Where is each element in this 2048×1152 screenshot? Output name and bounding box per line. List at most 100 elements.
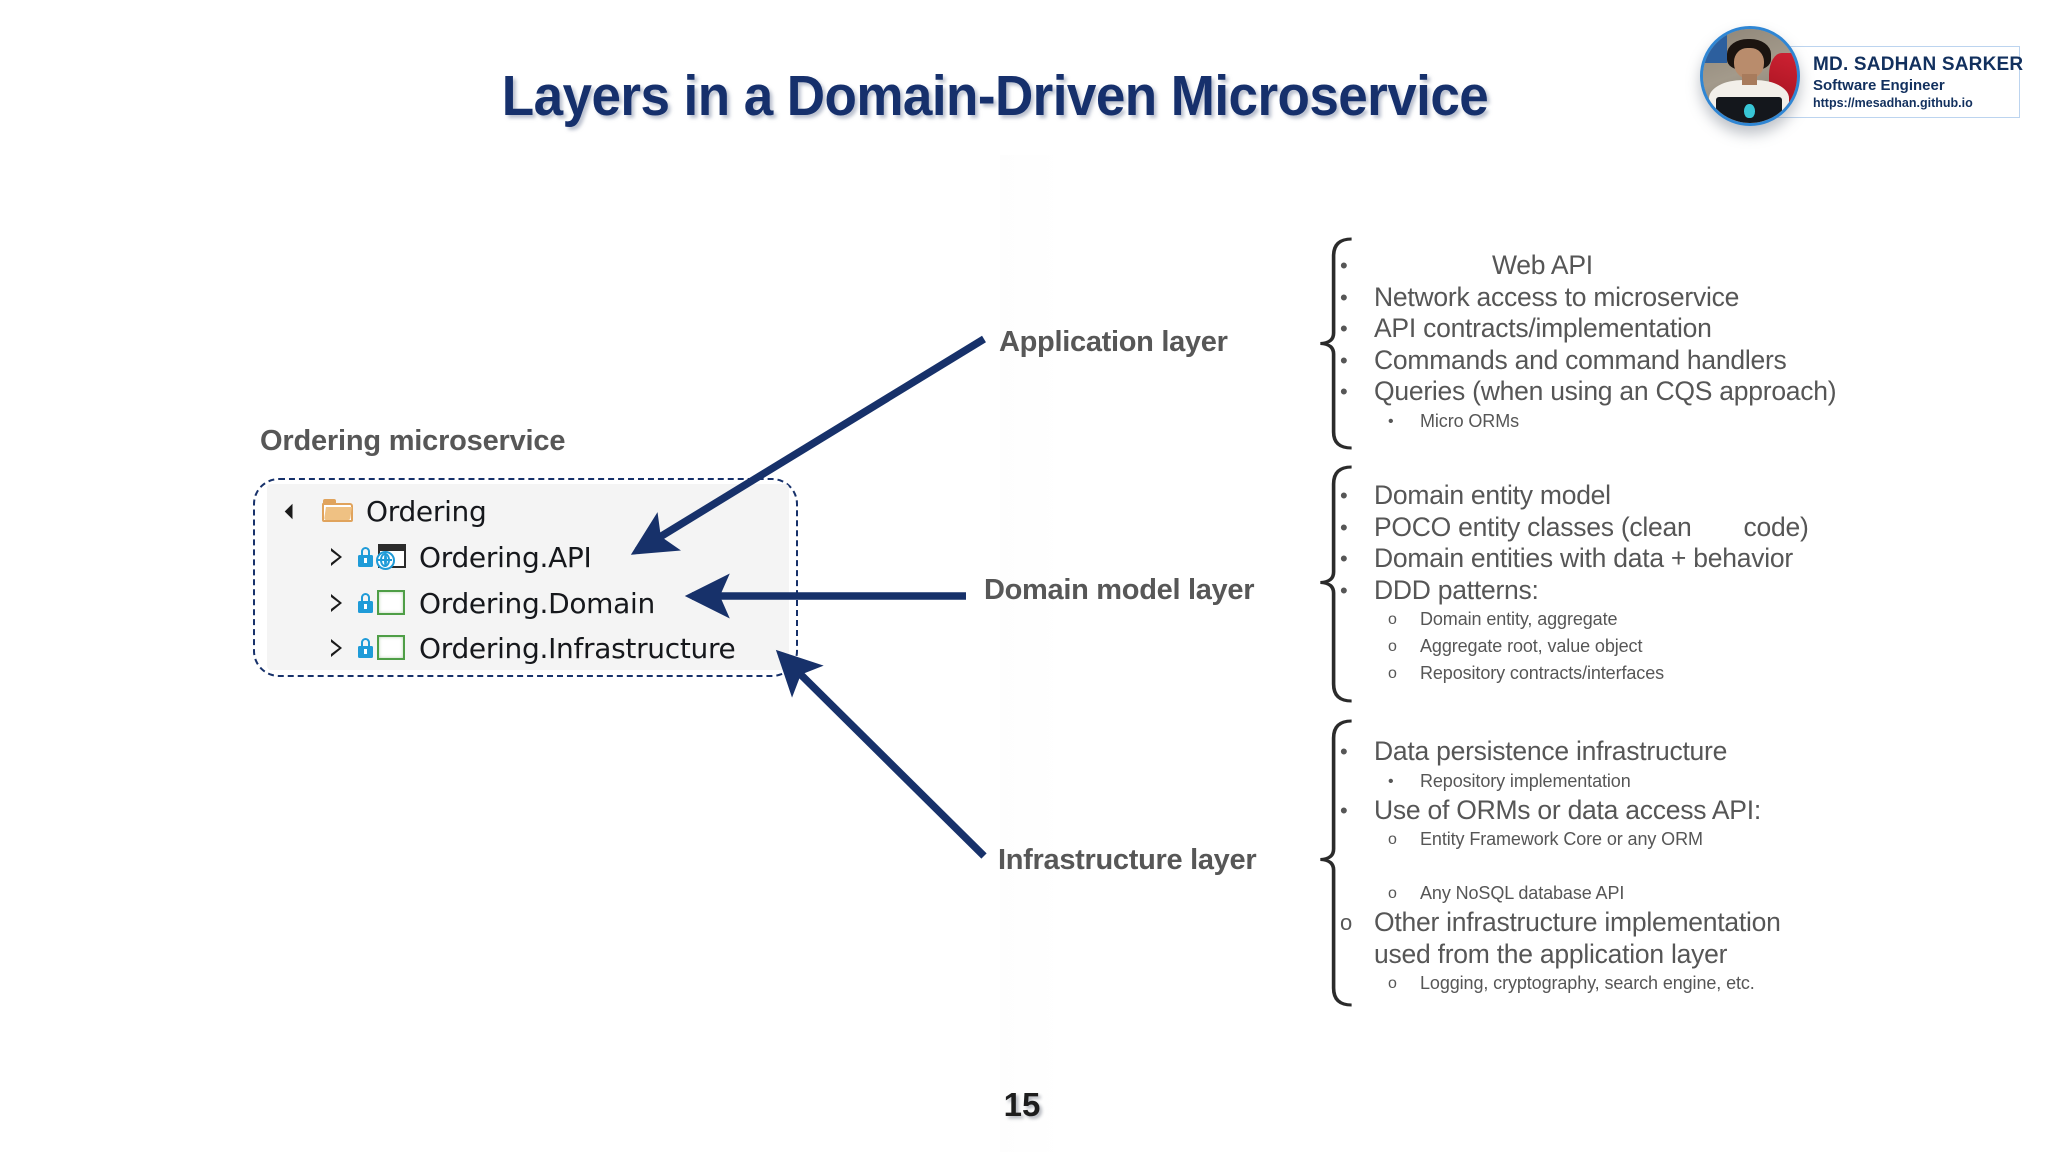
photo-face [1734, 47, 1765, 79]
bullet-marker: • [1340, 379, 1348, 404]
bullet-item: • Use of ORMs or data access API: [1340, 795, 1781, 827]
presenter-badge: MD. SADHAN SARKER Software Engineer http… [1700, 26, 2023, 138]
lock-icon [358, 547, 373, 567]
bullet-item: • Domain entities with data + behavior [1340, 543, 1809, 575]
left-curly-brace-icon [1320, 465, 1352, 703]
bullet-item: • Commands and command handlers [1340, 345, 1836, 377]
bullet-text: Network access to microservice [1374, 281, 1740, 312]
photo-blue-panel [1703, 30, 1728, 63]
lock-icon [358, 593, 373, 613]
bullet-marker: o [1388, 975, 1397, 992]
bullet-text: Data persistence infrastructure [1374, 736, 1728, 766]
bullet-marker: o [1388, 885, 1397, 902]
bullet-text-line2: used from the application layer [1374, 938, 1728, 969]
bullet-list: • Domain entity model • POCO entity clas… [1340, 480, 1809, 687]
bullet-marker: • [1340, 253, 1348, 278]
tree-row-ordering[interactable]: Ordering [267, 488, 487, 534]
bullet-list: • Web API • Network access to microservi… [1340, 250, 1837, 435]
bullet-marker: o [1388, 611, 1397, 628]
bullet-text: Any NoSQL database API [1420, 883, 1625, 903]
bullet-marker: o [1388, 831, 1397, 848]
page-title: Layers in a Domain-Driven Microservice [501, 64, 1489, 128]
bullet-item: • Domain entity model [1340, 480, 1809, 512]
bullet-text: Repository implementation [1420, 770, 1631, 791]
bullet-text: Domain entity, aggregate [1420, 609, 1618, 629]
photo-laptop-logo [1744, 104, 1755, 119]
bullet-item: o Any NoSQL database API [1340, 880, 1781, 907]
presenter-role: Software Engineer [1813, 77, 1945, 94]
web-project-icon [376, 544, 406, 570]
bullet-list: • Data persistence infrastructure • Repo… [1340, 736, 1781, 997]
bullet-marker: • [1340, 514, 1348, 540]
avatar [1700, 26, 1800, 126]
photo-neck [1741, 74, 1757, 86]
label-application-layer: Application layer [999, 326, 1228, 358]
expander-closed-icon[interactable] [331, 594, 344, 612]
tree-row-ordering-domain[interactable]: Ordering.Domain [267, 580, 655, 626]
bullet-marker: • [1340, 797, 1348, 823]
solution-explorer-panel: Ordering Ordering.API Orderin [267, 484, 789, 670]
bullet-text: Commands and command handlers [1374, 344, 1787, 375]
left-curly-brace-icon [1320, 237, 1352, 450]
bullet-marker: • [1340, 577, 1348, 603]
bullet-text: Repository contracts/interfaces [1420, 663, 1665, 683]
bullet-marker: o [1388, 638, 1397, 655]
bullet-item: o Entity Framework Core or any ORM [1340, 826, 1781, 853]
bullet-item: • Web API [1340, 250, 1836, 282]
bullet-text-tail: code) [1743, 511, 1809, 542]
bullet-text: Entity Framework Core or any ORM [1420, 829, 1703, 849]
bullet-item: o Aggregate root, value object [1340, 633, 1809, 660]
bullet-marker: • [1340, 347, 1348, 373]
lock-icon [358, 638, 373, 658]
bullet-marker: o [1340, 910, 1353, 935]
bullet-item: • Network access to microservice [1340, 282, 1836, 314]
bullet-text: Other infrastructure implementation [1374, 907, 1781, 937]
arrow-infrastructure-layer [775, 649, 987, 859]
bullet-marker: • [1340, 483, 1348, 508]
bullet-item: • Data persistence infrastructure [1340, 736, 1781, 768]
expander-open-icon[interactable] [284, 503, 301, 519]
bullet-marker: • [1388, 772, 1394, 790]
bullet-marker: • [1340, 546, 1348, 571]
bullet-text: Domain entities with data + behavior [1374, 543, 1793, 573]
bullet-spacer [1340, 853, 1781, 880]
tree-row-label: Ordering [366, 494, 487, 528]
page-number: 15 [1003, 1086, 1041, 1123]
presenter-url: https://mesadhan.github.io [1813, 96, 1973, 110]
tree-row-ordering-api[interactable]: Ordering.API [267, 534, 592, 580]
tree-row-label: Ordering.Domain [419, 586, 655, 620]
tree-caption: Ordering microservice [260, 425, 566, 457]
bullet-text: API contracts/implementation [1374, 313, 1712, 343]
bullet-item: o Other infrastructure implementation us… [1340, 907, 1781, 970]
bullet-marker: • [1340, 739, 1348, 764]
bullet-item: o Repository contracts/interfaces [1340, 660, 1809, 687]
class-library-icon [376, 590, 406, 616]
bullet-item: o Domain entity, aggregate [1340, 606, 1809, 633]
presenter-card: MD. SADHAN SARKER Software Engineer http… [1770, 46, 2023, 118]
class-library-icon [376, 635, 406, 661]
tree-row-ordering-infrastructure[interactable]: Ordering.Infrastructure [267, 625, 736, 671]
bullet-text: Aggregate root, value object [1420, 636, 1643, 656]
bullet-item: • Repository implementation [1340, 768, 1781, 795]
microservice-boundary-box: Ordering Ordering.API Orderin [253, 478, 798, 677]
bullet-text: Web API [1492, 250, 1593, 280]
expander-closed-icon[interactable] [331, 639, 344, 657]
tree-row-label: Ordering.Infrastructure [419, 631, 736, 665]
bullet-marker: • [1388, 412, 1394, 430]
bullet-marker: o [1388, 665, 1397, 682]
bullet-text: Use of ORMs or data access API: [1374, 794, 1761, 825]
bullet-text: Logging, cryptography, search engine, et… [1420, 973, 1755, 993]
bullet-text: DDD patterns: [1374, 574, 1539, 605]
bullet-marker: • [1340, 284, 1348, 310]
bullet-item: • DDD patterns: [1340, 575, 1809, 607]
expander-closed-icon[interactable] [331, 548, 344, 566]
bullet-text: Domain entity model [1374, 480, 1611, 510]
label-domain-model-layer: Domain model layer [984, 574, 1255, 606]
bullet-text: Micro ORMs [1420, 410, 1519, 431]
bullet-marker: • [1340, 316, 1348, 341]
bullet-text: Queries (when using an CQS approach) [1374, 376, 1837, 406]
bullet-item: • Queries (when using an CQS approach) [1340, 376, 1837, 408]
folder-icon [322, 499, 354, 523]
